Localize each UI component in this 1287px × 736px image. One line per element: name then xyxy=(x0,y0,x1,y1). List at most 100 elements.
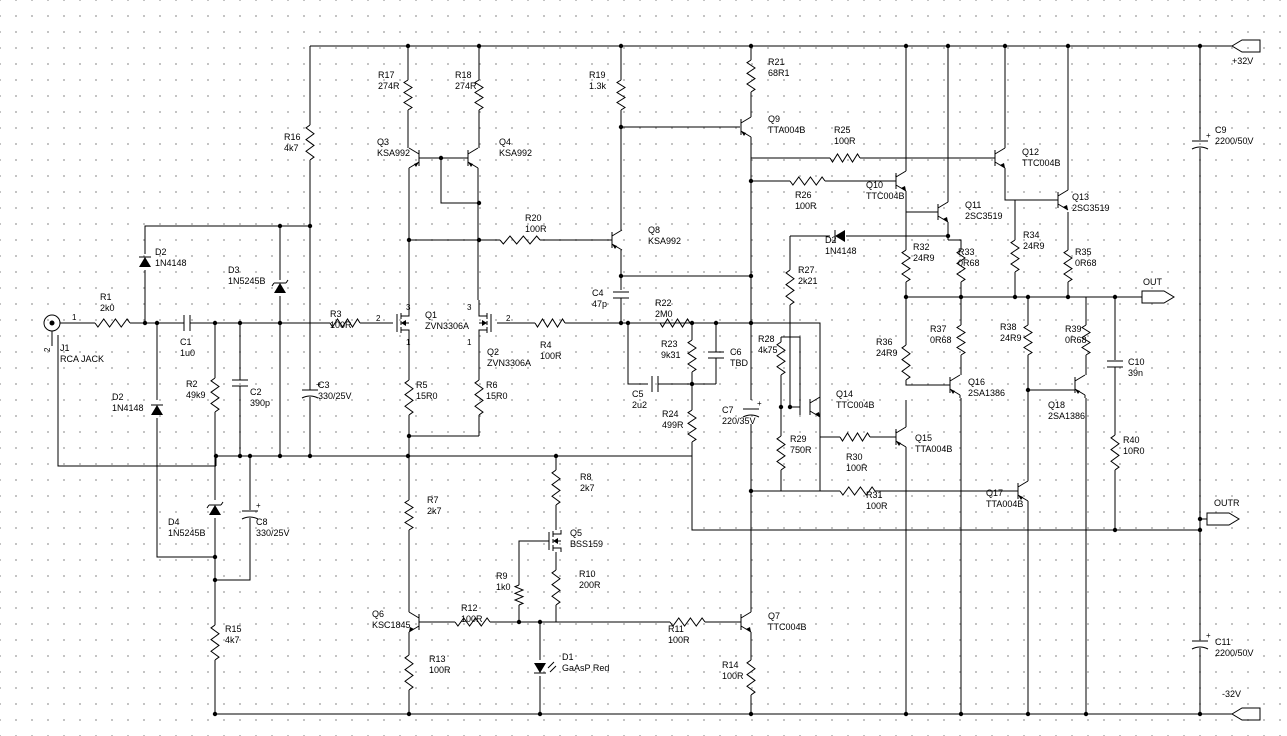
q7-transistor xyxy=(740,610,752,633)
r18-resistor xyxy=(474,79,484,111)
r10-resistor xyxy=(551,569,561,606)
j1-value-label: RCA JACK xyxy=(60,354,104,364)
q13-value-label: 2SC3519 xyxy=(1072,203,1110,213)
q18-value-label: 2SA1386 xyxy=(1048,411,1085,421)
r22-value-label: 2M0 xyxy=(655,309,673,319)
r26-value-label: 100R xyxy=(795,201,817,211)
q6-ref-label: Q6 xyxy=(372,609,384,619)
q8-transistor xyxy=(611,229,623,251)
r28-ref-label: R28 xyxy=(758,334,775,344)
r32-ref-label: R32 xyxy=(913,242,930,252)
r21-ref-label: R21 xyxy=(768,57,785,67)
r19-resistor xyxy=(616,79,626,111)
q6-transistor xyxy=(408,610,420,633)
c11-value-label: 2200/50V xyxy=(1215,648,1254,658)
d4-ref-label: D4 xyxy=(168,517,180,527)
r11-value-label: 100R xyxy=(668,635,690,645)
r30-value-label: 100R xyxy=(846,463,868,473)
r29-value-label: 750R xyxy=(790,445,812,455)
r35-resistor xyxy=(1063,249,1073,283)
c3-ref-label: C3 xyxy=(318,380,330,390)
q5-ref-label: Q5 xyxy=(570,528,582,538)
c4-value-label: 47p xyxy=(592,299,607,309)
q3-ref-label: Q3 xyxy=(377,137,389,147)
r37-value-label: 0R68 xyxy=(930,335,952,345)
q4-ref-label: Q4 xyxy=(499,137,511,147)
d2-value-label: 1N4148 xyxy=(825,246,857,256)
q2-value-label: ZVN3306A xyxy=(487,358,531,368)
c3-value-label: 330/25V xyxy=(318,391,352,401)
r5-value-label: 15R0 xyxy=(416,391,438,401)
c2-ref-label: C2 xyxy=(250,387,262,397)
r14-ref-label: R14 xyxy=(722,660,739,670)
q18-ref-label: Q18 xyxy=(1048,400,1065,410)
r19-ref-label: R19 xyxy=(589,70,606,80)
r11-ref-label: R11 xyxy=(668,624,684,634)
r24-resistor xyxy=(687,409,697,443)
r21-value-label: 68R1 xyxy=(768,68,790,78)
r17-ref-label: R17 xyxy=(378,70,395,80)
q1-drain-pin: 3 xyxy=(406,303,411,312)
q10-ref-label: Q10 xyxy=(866,180,883,190)
r12-resistor xyxy=(454,617,491,627)
j1-ref-label: J1 xyxy=(60,343,70,353)
q2-gate-pin: 2 xyxy=(506,314,511,323)
q2-drain-pin: 3 xyxy=(467,303,472,312)
r20-ref-label: R20 xyxy=(525,213,542,223)
r7-value-label: 2k7 xyxy=(427,506,442,516)
c10-capacitor xyxy=(1107,360,1123,368)
d2-diode xyxy=(139,256,151,267)
r37-resistor xyxy=(956,324,966,356)
c5-capacitor xyxy=(651,376,659,392)
r10-value-label: 200R xyxy=(579,580,601,590)
q15-ref-label: Q15 xyxy=(915,433,932,443)
r28-resistor xyxy=(776,341,786,376)
r9-value-label: 1k0 xyxy=(496,582,511,592)
c4-ref-label: C4 xyxy=(592,288,604,298)
r17-resistor xyxy=(403,79,413,111)
r32-value-label: 24R9 xyxy=(913,253,935,263)
q17-value-label: TTA004B xyxy=(986,499,1023,509)
q16-ref-label: Q16 xyxy=(968,377,985,387)
d2-ref-label: D2 xyxy=(825,235,837,245)
r38-value-label: 24R9 xyxy=(1000,333,1022,343)
q8-ref-label: Q8 xyxy=(648,225,660,235)
r13-value-label: 100R xyxy=(429,665,451,675)
r33-ref-label: R33 xyxy=(958,247,975,257)
svg-text:+: + xyxy=(757,399,762,408)
q1-value-label: ZVN3306A xyxy=(425,321,469,331)
r15-ref-label: R15 xyxy=(225,624,242,634)
r18-ref-label: R18 xyxy=(455,70,472,80)
q15-transistor xyxy=(895,425,907,450)
c1-value-label: 1u0 xyxy=(180,348,195,358)
q10-value-label: TTC004B xyxy=(866,191,905,201)
r13-ref-label: R13 xyxy=(429,654,446,664)
r1-resistor xyxy=(94,318,131,328)
svg-text:+: + xyxy=(316,380,321,389)
r39-value-label: 0R68 xyxy=(1065,335,1087,345)
r31-value-label: 100R xyxy=(866,501,888,511)
c5-ref-label: C5 xyxy=(632,389,644,399)
d2-ref-label: D2 xyxy=(112,392,124,402)
r20-resistor xyxy=(499,235,541,245)
r17-value-label: 274R xyxy=(378,81,400,91)
r2-ref-label: R2 xyxy=(186,379,198,389)
r7-ref-label: R7 xyxy=(427,495,439,505)
r27-ref-label: R27 xyxy=(798,265,815,275)
r33-value-label: 0R68 xyxy=(958,258,980,268)
q8-value-label: KSA992 xyxy=(648,236,681,246)
q4-transistor xyxy=(467,147,479,169)
r5-resistor xyxy=(404,379,414,416)
vneg-label: -32V xyxy=(1222,689,1241,699)
q12-value-label: TTC004B xyxy=(1022,158,1061,168)
r38-ref-label: R38 xyxy=(1000,322,1017,332)
c8-capacitor: + xyxy=(241,501,261,520)
q3-transistor xyxy=(408,147,420,169)
outr-label: OUTR xyxy=(1214,498,1240,508)
r31-ref-label: R31 xyxy=(866,490,883,500)
r8-resistor xyxy=(551,469,561,506)
q1-ref-label: Q1 xyxy=(425,310,437,320)
q14-ref-label: Q14 xyxy=(836,389,853,399)
r8-ref-label: R8 xyxy=(580,472,592,482)
r26-resistor xyxy=(789,176,826,186)
